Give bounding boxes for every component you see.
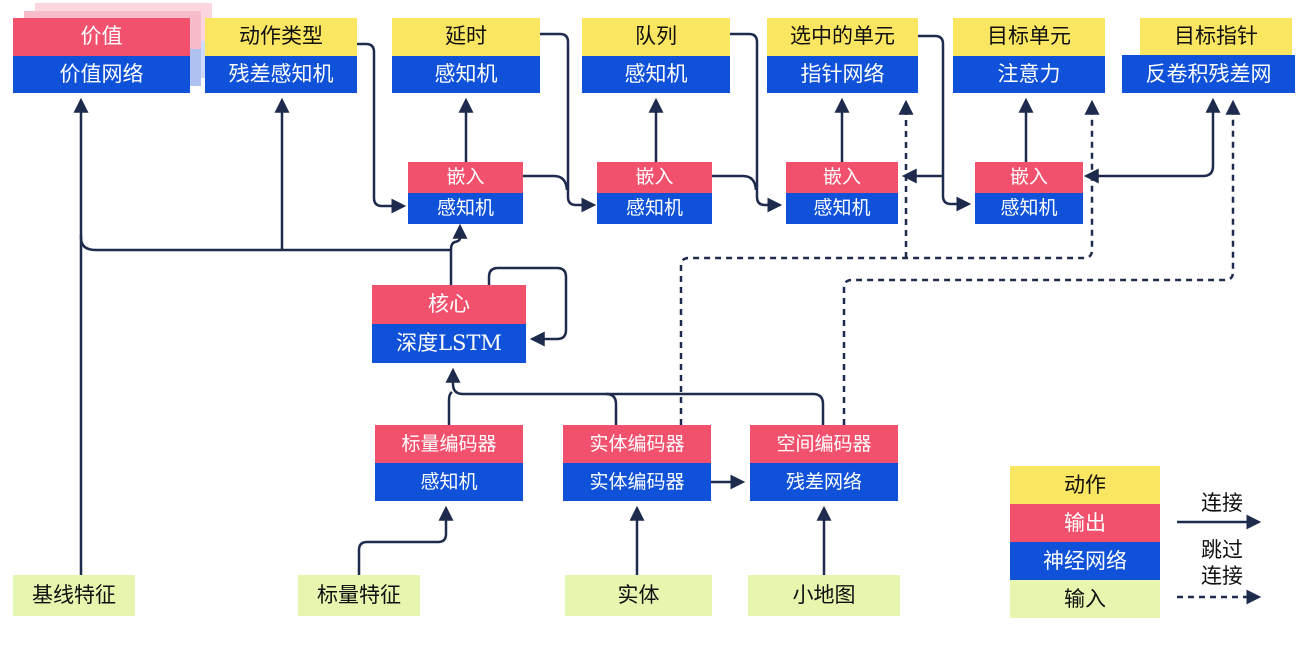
legend-row-input: 输入: [1010, 580, 1160, 618]
legend-dashed-arrow-label-line1: 跳过: [1201, 538, 1243, 562]
action-type-network-label: 残差感知机: [205, 55, 357, 93]
input-minimap: 小地图: [748, 575, 900, 616]
embedding-network-label: 感知机: [597, 193, 712, 224]
core-label: 核心: [372, 285, 526, 324]
edge-embed4-to-target-point: [1083, 97, 1221, 184]
node-target-unit-head: 目标单元 注意力: [953, 18, 1105, 93]
input-label: 标量特征: [298, 575, 420, 616]
node-delay-head: 延时 感知机: [392, 18, 540, 93]
input-label: 基线特征: [13, 575, 135, 616]
legend-row-action: 动作: [1010, 466, 1160, 504]
target-unit-network-label: 注意力: [953, 55, 1105, 93]
embedding-label: 嵌入: [597, 162, 712, 193]
input-label: 实体: [565, 575, 712, 616]
delay-label: 延时: [392, 18, 540, 56]
node-target-point-head: 目标指针 反卷积残差网: [1122, 18, 1295, 93]
queue-label: 队列: [582, 18, 730, 56]
solid-edges: [73, 32, 1262, 575]
entity-encoder-network-label: 实体编码器: [563, 463, 711, 501]
input-entities: 实体: [565, 575, 712, 616]
queue-network-label: 感知机: [582, 55, 730, 93]
edge-core-to-embed1: [449, 223, 468, 251]
edge-core-to-value-merge: [79, 235, 451, 252]
node-spatial-encoder: 空间编码器 残差网络: [750, 425, 898, 501]
target-point-label: 目标指针: [1140, 18, 1292, 55]
embedding-network-label: 感知机: [786, 193, 898, 224]
node-embedding-1: 嵌入 感知机: [408, 162, 523, 224]
legend-box: 动作 输出 神经网络 输入: [1010, 466, 1160, 618]
delay-network-label: 感知机: [392, 55, 540, 93]
edge-scalar-encoder-to-core: [447, 390, 453, 425]
legend-solid-arrow-label: 连接: [1201, 491, 1243, 515]
edge-encoders-to-core: [445, 367, 825, 425]
node-action-type-head: 动作类型 残差感知机: [205, 18, 357, 93]
node-embedding-2: 嵌入 感知机: [597, 162, 712, 224]
embedding-network-label: 感知机: [975, 193, 1083, 224]
entity-encoder-label: 实体编码器: [563, 425, 711, 463]
node-core: 核心 深度LSTM: [372, 285, 526, 363]
edge-embed2-merge: [712, 174, 758, 191]
target-unit-label: 目标单元: [953, 18, 1105, 56]
scalar-encoder-network-label: 感知机: [375, 463, 523, 501]
input-scalar-features: 标量特征: [298, 575, 420, 616]
edge-queue-to-embed3: [730, 32, 783, 213]
core-network-label: 深度LSTM: [372, 324, 526, 363]
node-scalar-encoder: 标量编码器 感知机: [375, 425, 523, 501]
selected-units-network-label: 指针网络: [767, 55, 918, 93]
node-embedding-4: 嵌入 感知机: [975, 162, 1083, 224]
legend-row-network: 神经网络: [1010, 542, 1160, 580]
embedding-label: 嵌入: [408, 162, 523, 193]
embedding-network-label: 感知机: [408, 193, 523, 224]
edge-delay-to-embed2: [540, 32, 597, 213]
selected-units-label: 选中的单元: [767, 18, 918, 56]
skip-entity-encoder-to-target-unit: [679, 99, 1100, 425]
edge-core-self-loop: [487, 266, 568, 347]
input-baseline-features: 基线特征: [13, 575, 135, 616]
node-embedding-3: 嵌入 感知机: [786, 162, 898, 224]
dashed-skip-edges: [679, 99, 1262, 605]
edge-entity-encoder-to-core: [605, 392, 618, 425]
action-type-label: 动作类型: [205, 18, 357, 56]
node-value-head: 价值 价值网络: [13, 18, 190, 93]
spatial-encoder-network-label: 残差网络: [750, 463, 898, 501]
skip-spatial-encoder-to-target-point: [842, 99, 1241, 425]
legend-row-output: 输出: [1010, 504, 1160, 542]
embedding-label: 嵌入: [975, 162, 1083, 193]
legend-dashed-arrow-label-line2: 连接: [1201, 564, 1243, 588]
edge-scalar-features-up: [357, 505, 454, 575]
scalar-encoder-label: 标量编码器: [375, 425, 523, 463]
edge-action-type-to-embed1: [357, 42, 407, 214]
target-point-network-label: 反卷积残差网: [1122, 55, 1295, 93]
value-output-label: 价值: [13, 18, 190, 56]
value-network-label: 价值网络: [13, 55, 190, 93]
embedding-label: 嵌入: [786, 162, 898, 193]
node-selected-units-head: 选中的单元 指针网络: [767, 18, 918, 93]
edge-embed1-merge: [523, 174, 569, 191]
node-queue-head: 队列 感知机: [582, 18, 730, 93]
spatial-encoder-label: 空间编码器: [750, 425, 898, 463]
input-label: 小地图: [748, 575, 900, 616]
edge-selected-units-to-embed4: [918, 34, 972, 212]
node-entity-encoder: 实体编码器 实体编码器: [563, 425, 711, 501]
